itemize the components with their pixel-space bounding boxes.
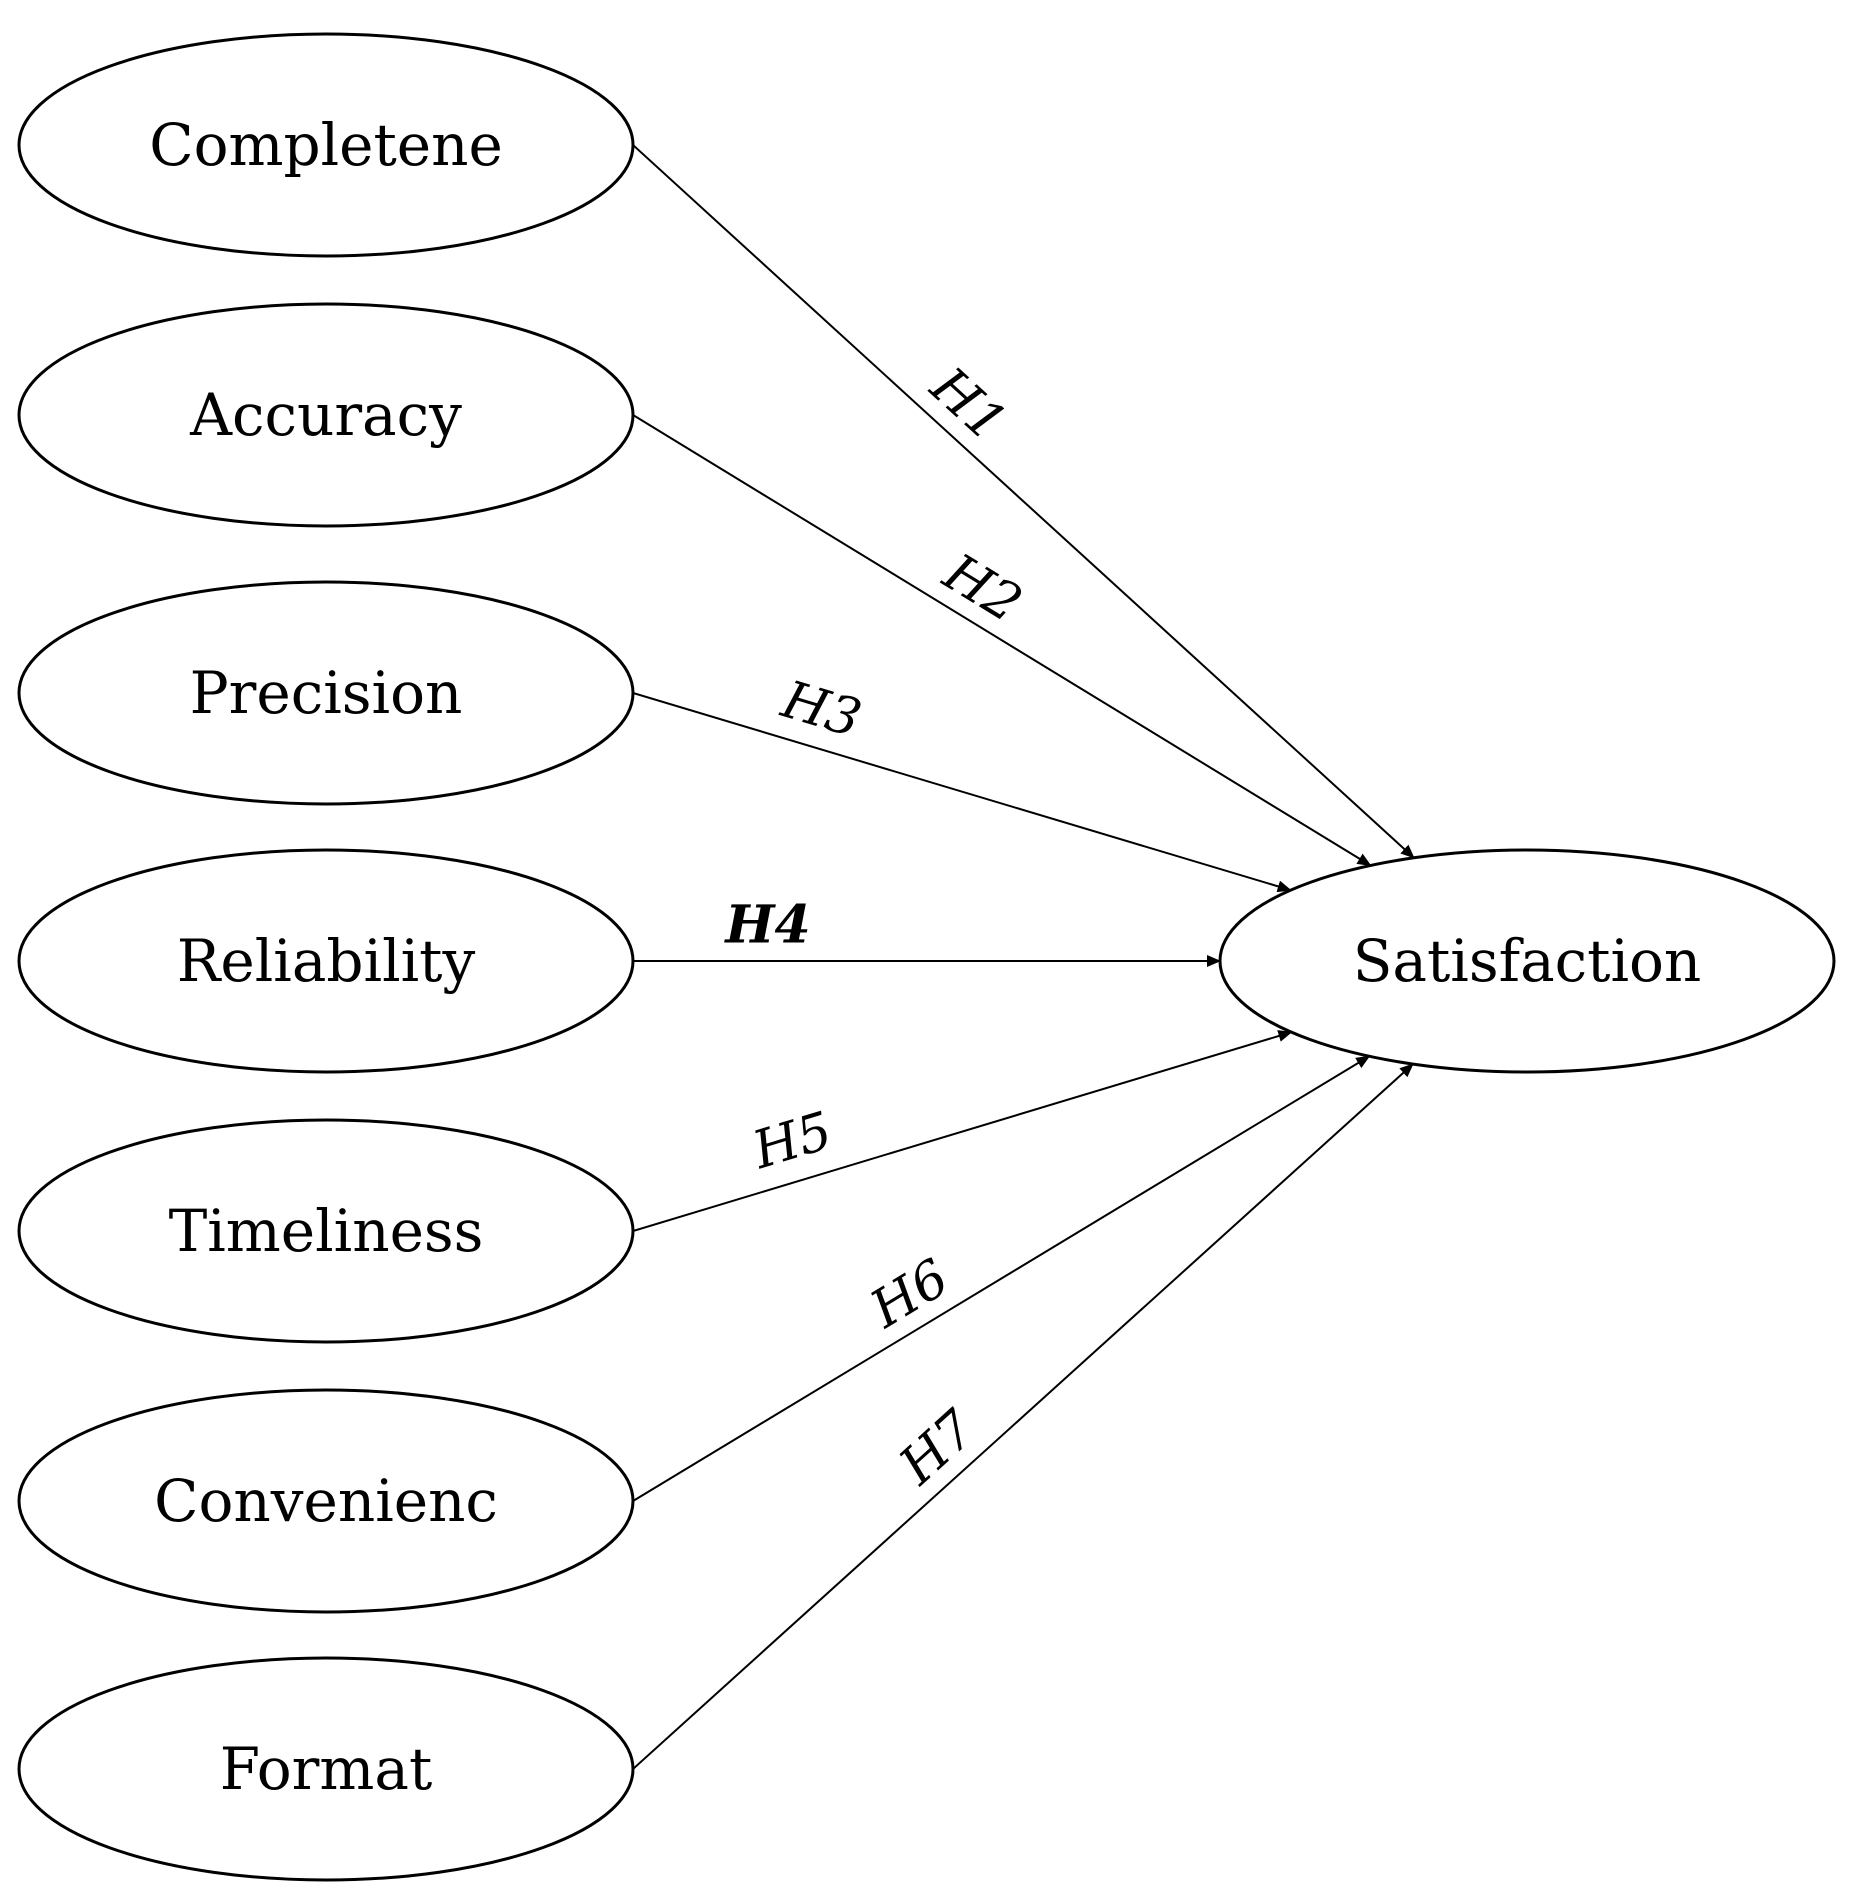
node-accuracy-label: Accuracy <box>189 381 462 449</box>
edge-h5-arrow <box>632 1030 1293 1232</box>
node-completeness-label: Completene <box>149 111 503 179</box>
edge-h7-arrow <box>632 1063 1414 1770</box>
node-timeliness-label: Timeliness <box>169 1197 484 1265</box>
node-satisfaction: Satisfaction <box>1218 848 1836 1074</box>
node-format-ellipse <box>17 1656 635 1882</box>
node-format-label: Format <box>220 1735 433 1803</box>
node-reliability: Reliability <box>17 848 635 1074</box>
edge-h6-arrow <box>632 1055 1371 1502</box>
edge-h1-arrow <box>632 144 1415 859</box>
edge-h2-arrow <box>632 414 1372 867</box>
node-timeliness: Timeliness <box>17 1118 635 1344</box>
node-timeliness-ellipse <box>17 1118 635 1344</box>
edge-h3-arrow <box>632 692 1292 893</box>
edge-h4-label: H4 <box>723 895 810 956</box>
node-convenience-label: Convenienc <box>154 1467 498 1535</box>
node-completeness: Completene <box>17 32 635 258</box>
node-precision-ellipse <box>17 580 635 806</box>
node-satisfaction-label: Satisfaction <box>1353 927 1702 995</box>
node-completeness-ellipse <box>17 32 635 258</box>
node-convenience: Convenienc <box>17 1388 635 1614</box>
node-reliability-label: Reliability <box>177 927 476 995</box>
node-precision: Precision <box>17 580 635 806</box>
node-precision-label: Precision <box>190 659 463 727</box>
node-convenience-ellipse <box>17 1388 635 1614</box>
node-accuracy-ellipse <box>17 302 635 528</box>
node-format: Format <box>17 1656 635 1882</box>
node-satisfaction-ellipse <box>1218 848 1836 1074</box>
node-reliability-ellipse <box>17 848 635 1074</box>
edges-layer <box>632 144 1415 1770</box>
node-accuracy: Accuracy <box>17 302 635 528</box>
nodes-layer: CompleteneAccuracyPrecisionReliabilityTi… <box>17 32 1836 1882</box>
